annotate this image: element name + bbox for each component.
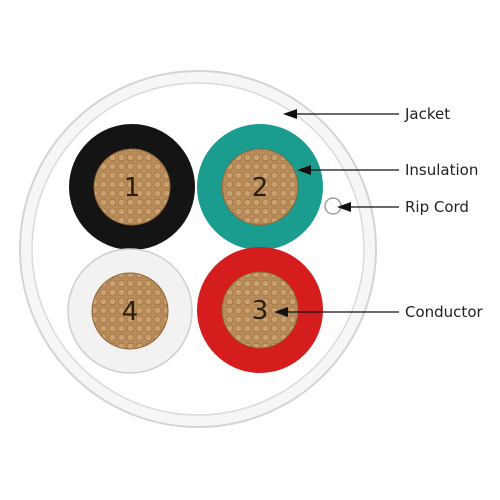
conductor-number-2: 2 — [252, 173, 269, 203]
leader-insulation — [297, 165, 399, 175]
callout-jacket: Jacket — [404, 105, 450, 123]
callout-conductor: Conductor — [405, 303, 483, 321]
jacket-inner-edge — [31, 82, 365, 416]
conductor-core-1 — [93, 148, 171, 226]
leader-conductor — [274, 307, 399, 317]
conductor-2: 2 — [197, 124, 323, 250]
conductor-number-3: 3 — [252, 296, 269, 326]
conductor-core-3 — [221, 271, 299, 349]
callout-insulation: Insulation — [405, 161, 478, 179]
conductor-1: 1 — [69, 124, 195, 250]
conductor-core-2 — [221, 148, 299, 226]
conductor-4: 4 — [67, 248, 193, 374]
conductor-3: 3 — [197, 247, 323, 373]
conductor-number-4: 4 — [122, 297, 139, 327]
rip-cord — [324, 197, 342, 215]
leader-jacket — [283, 109, 399, 119]
conductor-number-1: 1 — [124, 173, 141, 203]
callout-rip-cord: Rip Cord — [405, 198, 469, 216]
leader-rip-cord — [337, 202, 399, 212]
conductor-core-4 — [91, 272, 169, 350]
